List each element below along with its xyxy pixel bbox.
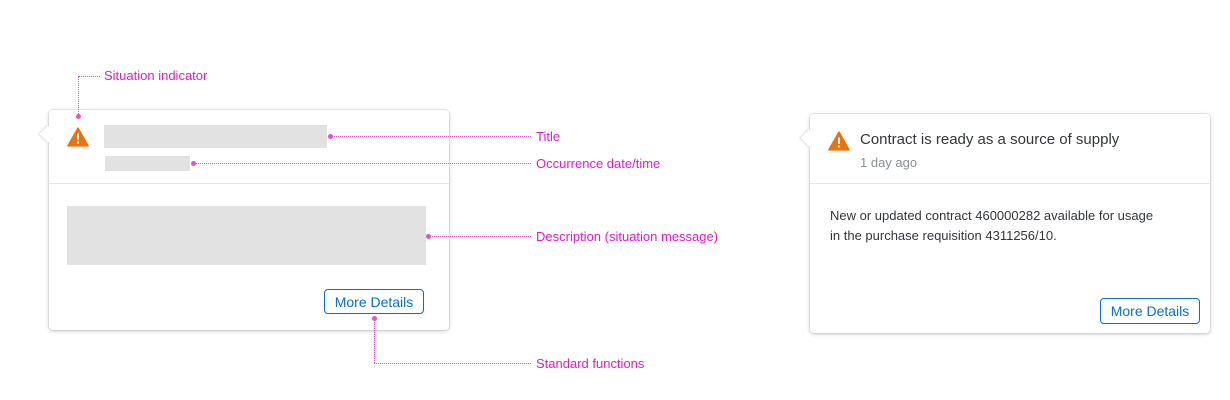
leader-standard-functions-h — [374, 363, 531, 364]
leader-description — [429, 236, 531, 237]
more-details-button[interactable]: More Details — [1100, 298, 1200, 324]
annotation-occurrence: Occurrence date/time — [536, 156, 661, 171]
leader-standard-functions-v — [374, 319, 375, 363]
anchor-dot-standard-functions — [372, 316, 377, 321]
warning-icon — [67, 127, 89, 147]
annotation-standard-functions: Standard functions — [536, 356, 645, 371]
schematic-situation-popover: More Details — [39, 110, 449, 330]
anchor-dot-description — [426, 234, 431, 239]
header-divider — [49, 183, 449, 184]
anchor-dot-situation-indicator — [76, 114, 81, 119]
situation-title: Contract is ready as a source of supply — [860, 131, 1120, 148]
leader-occurrence — [194, 163, 531, 164]
anchor-dot-occurrence — [191, 161, 196, 166]
title-placeholder — [104, 125, 327, 148]
anchor-dot-title — [328, 134, 333, 139]
occurrence-time: 1 day ago — [860, 155, 918, 170]
situation-description: New or updated contract 460000282 availa… — [830, 208, 1154, 243]
leader-situation-indicator-h — [78, 76, 100, 77]
annotation-situation-indicator: Situation indicator — [104, 68, 208, 83]
warning-icon — [828, 131, 850, 151]
leader-title — [331, 136, 531, 137]
leader-situation-indicator-v — [78, 76, 79, 116]
description-placeholder — [67, 206, 426, 265]
example-situation-popover: Contract is ready as a source of supply … — [800, 114, 1210, 333]
popover-arrow — [39, 125, 57, 143]
popover-arrow — [800, 129, 818, 147]
occurrence-placeholder — [105, 156, 190, 171]
annotation-description: Description (situation message) — [536, 229, 719, 244]
header-divider — [810, 183, 1210, 184]
more-details-button[interactable]: More Details — [324, 289, 424, 314]
annotation-title: Title — [536, 129, 561, 144]
